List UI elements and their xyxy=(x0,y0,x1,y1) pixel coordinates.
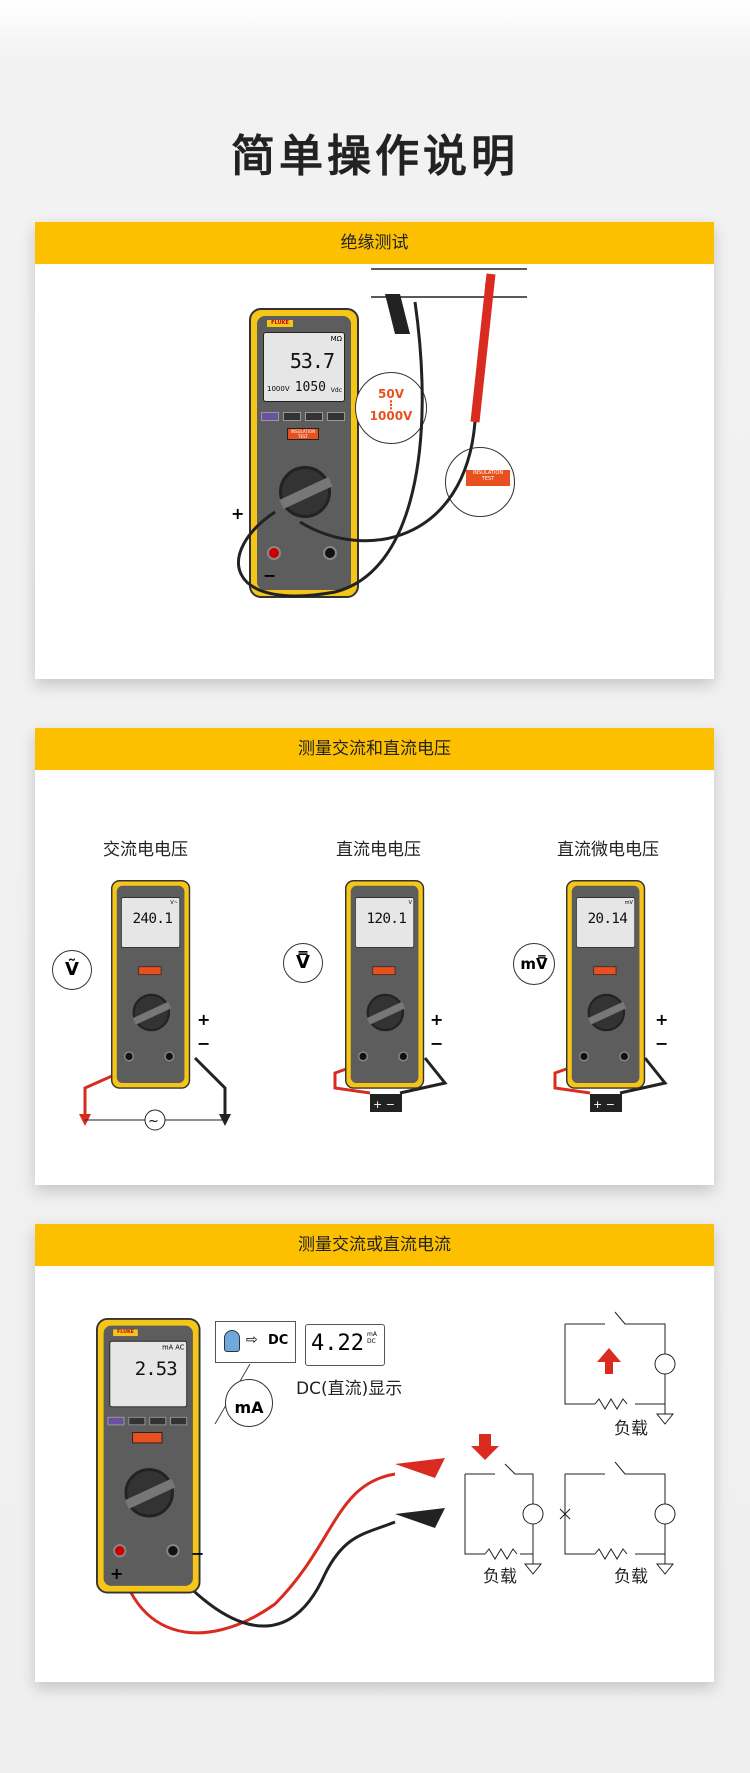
button[interactable] xyxy=(170,1416,188,1426)
jack xyxy=(164,1051,175,1062)
minus-sign: − xyxy=(655,1034,669,1053)
unit: mA AC xyxy=(162,1343,185,1352)
jack xyxy=(123,1051,135,1062)
section-header: 绝缘测试 xyxy=(35,222,714,264)
lcd-display: 53.7 MΩ 1000V 1050 Vdc xyxy=(263,332,345,402)
probe-button-callout: INSULATION TEST xyxy=(445,447,515,517)
dc-caption: DC(直流)显示 xyxy=(296,1379,403,1399)
jack xyxy=(398,1051,409,1062)
insulation-test-button[interactable] xyxy=(593,966,617,976)
insulation-test-button[interactable] xyxy=(372,966,396,976)
jack xyxy=(113,1544,127,1558)
rotary-dial[interactable] xyxy=(366,993,405,1032)
dc-voltage-label: 直流电电压 xyxy=(336,840,421,860)
test-leads xyxy=(237,268,527,598)
multimeter: FLUKE 53.7 MΩ 1000V 1050 Vdc INSULATION … xyxy=(249,308,359,598)
plus-sign: + xyxy=(655,1010,669,1029)
load-label: 负载 xyxy=(614,1419,648,1439)
rotary-dial[interactable] xyxy=(132,993,171,1032)
button[interactable] xyxy=(283,412,301,421)
jack xyxy=(357,1051,369,1062)
lcd-display: 20.14 mV xyxy=(576,897,636,948)
range-high: 1000V xyxy=(369,409,413,423)
svg-text:+ −: + − xyxy=(373,1098,395,1111)
ac-voltage-label: 交流电电压 xyxy=(103,840,188,860)
button[interactable] xyxy=(327,412,345,421)
reading: 20.14 xyxy=(587,909,628,927)
minus-sign: − xyxy=(263,566,277,585)
dial-callout-mv: mV̿ xyxy=(513,943,555,985)
insulation-test-button[interactable] xyxy=(138,966,162,976)
load-label: 负载 xyxy=(483,1567,517,1587)
svg-text:~: ~ xyxy=(148,1114,159,1129)
minus-sign: − xyxy=(197,1034,211,1053)
unit: V~ xyxy=(170,899,178,906)
unit: mV xyxy=(624,899,633,906)
jack xyxy=(323,546,337,560)
brand-logo: FLUKE xyxy=(113,1329,138,1337)
unit: V xyxy=(408,899,412,906)
lcd-display: 2.53 mA AC xyxy=(109,1340,188,1408)
insulation-test-button[interactable]: INSULATION TEST xyxy=(287,428,319,440)
blue-button-icon xyxy=(224,1330,240,1352)
plus-sign: + xyxy=(231,504,245,523)
insulation-test-button[interactable] xyxy=(132,1432,163,1444)
button[interactable] xyxy=(149,1416,167,1426)
dial-callout-dc: V̿ xyxy=(283,943,323,983)
minus-sign: − xyxy=(191,1544,205,1563)
dc-button-callout: ⇨ DC xyxy=(215,1321,296,1363)
button[interactable] xyxy=(305,412,323,421)
sub-reading: 1050 xyxy=(294,380,326,395)
lcd-display: 240.1 V~ xyxy=(121,897,181,948)
section-voltage: 测量交流和直流电压 交流电电压 直流电电压 直流微电电压 ~ + − + − 2… xyxy=(35,728,714,1185)
voltage-range-callout: 50V⋮ 1000V xyxy=(355,372,427,444)
section-header: 测量交流或直流电流 xyxy=(35,1224,714,1266)
load-label: 负载 xyxy=(614,1567,648,1587)
minus-sign: − xyxy=(430,1034,444,1053)
sub-label: 1000V xyxy=(267,385,290,393)
sub-unit: Vdc xyxy=(330,387,342,394)
main-reading: 53.7 xyxy=(289,349,335,373)
button[interactable] xyxy=(128,1416,146,1426)
multimeter-ac: 240.1 V~ xyxy=(111,880,191,1089)
section-insulation-test: 绝缘测试 FLUKE 53.7 MΩ 1000V 1050 Vdc INSULA… xyxy=(35,222,714,679)
plus-sign: + xyxy=(110,1564,124,1583)
hold-button[interactable] xyxy=(261,412,279,421)
dc-display: 4.22 mA DC xyxy=(305,1324,385,1366)
dc-unit: mA DC xyxy=(367,1331,377,1345)
svg-text:+ −: + − xyxy=(593,1098,615,1111)
rotary-dial[interactable] xyxy=(124,1468,174,1518)
dc-reading: 4.22 xyxy=(311,1331,364,1356)
reading: 2.53 xyxy=(134,1356,178,1380)
section-current: 测量交流或直流电流 FLUKE 2.53 mA AC ⇨ DC 4.22 mA D… xyxy=(35,1224,714,1682)
rotary-dial[interactable] xyxy=(279,466,331,518)
jack xyxy=(578,1051,590,1062)
jack xyxy=(619,1051,630,1062)
plus-sign: + xyxy=(197,1010,211,1029)
multimeter: FLUKE 2.53 mA AC xyxy=(96,1318,201,1594)
multimeter-mv: 20.14 mV xyxy=(566,880,646,1089)
reading: 240.1 xyxy=(132,909,173,927)
arrow-right-icon: ⇨ xyxy=(246,1332,258,1348)
section-header: 测量交流和直流电压 xyxy=(35,728,714,770)
page-title: 简单操作说明 xyxy=(231,131,519,182)
insulation-test-label: INSULATION TEST xyxy=(466,470,510,486)
plus-sign: + xyxy=(430,1010,444,1029)
dc-label: DC xyxy=(268,1333,289,1348)
hold-button[interactable] xyxy=(107,1416,125,1426)
jack xyxy=(166,1544,180,1558)
jack xyxy=(267,546,281,560)
brand-logo: FLUKE xyxy=(267,320,293,327)
reading: 120.1 xyxy=(366,909,407,927)
dial-callout-ma: mA xyxy=(225,1379,273,1427)
dial-callout-ac: Ṽ xyxy=(52,950,92,990)
unit: MΩ xyxy=(330,335,342,343)
dc-millivolt-label: 直流微电电压 xyxy=(557,840,659,860)
rotary-dial[interactable] xyxy=(587,993,626,1032)
